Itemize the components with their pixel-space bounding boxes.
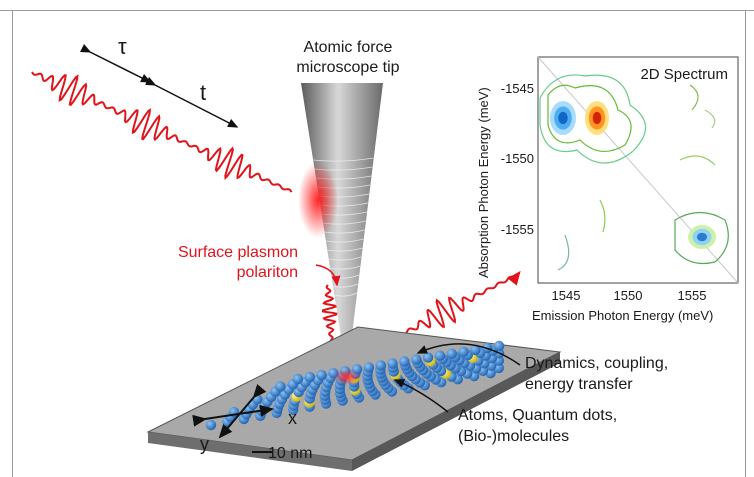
atom [363, 362, 375, 373]
spectrum-contour-line [689, 84, 699, 111]
spectrum-peak-1 [592, 111, 602, 125]
spectrum-ytick-1: -1545 [501, 81, 534, 96]
spectrum-contour-line [547, 84, 632, 152]
atom [446, 348, 457, 359]
spectrum-contour-line [704, 109, 716, 129]
spectrum-peak-2 [697, 232, 707, 242]
spectrum-title: 2D Spectrum [640, 66, 728, 83]
atom-lattice [205, 340, 505, 431]
atom [387, 358, 398, 369]
frame-top [0, 10, 754, 11]
atom [205, 419, 217, 431]
frame-right [745, 10, 746, 477]
x-axis-label: x [288, 408, 297, 428]
sample-slab-side [352, 352, 560, 471]
tip-hotspot [333, 369, 361, 385]
tip-red-glow [298, 162, 338, 238]
atom [252, 394, 263, 405]
atom [399, 356, 410, 367]
spectrum-xtick-3: 1555 [678, 288, 707, 303]
frame-left [12, 10, 13, 477]
tau-label: τ [118, 34, 127, 59]
t-bracket [144, 76, 239, 128]
t-label: t [200, 80, 206, 105]
spectrum-contour-line [599, 199, 606, 233]
dynamics-pointer [416, 343, 521, 366]
atoms-label-line1: Atoms, Quantum dots, [458, 407, 617, 424]
atoms-label-line2: (Bio-)molecules [458, 428, 569, 445]
spectrum-xtick-2: 1550 [614, 288, 643, 303]
incoming-pulse-train [31, 71, 293, 193]
atom [493, 340, 505, 352]
atom [292, 373, 304, 385]
atom [422, 352, 434, 363]
atom [411, 354, 422, 365]
atom [316, 369, 327, 381]
atom [304, 371, 315, 383]
dynamics-label-line2: energy transfer [525, 376, 633, 393]
afm-tip [301, 83, 383, 375]
spectrum-ytick-2: -1550 [501, 151, 534, 166]
spectrum-contour-line [679, 155, 716, 166]
atom [275, 381, 286, 392]
spectrum-contour-line [539, 74, 647, 164]
tip-label-line2: microscope tip [296, 59, 399, 76]
atom [470, 344, 481, 356]
tip-label-line1: Atomic force [304, 39, 393, 56]
spp-arrow [315, 264, 341, 287]
spectrum-contour-line [557, 234, 570, 271]
tau-bracket [79, 43, 152, 83]
spectrum-ylabel: Absorption Photon Energy (meV) [476, 87, 491, 278]
y-axis-arrow [218, 383, 267, 439]
spectrum-ytick-3: -1555 [501, 222, 534, 237]
scale-bar-label: 10 nm [268, 445, 312, 462]
sample-slab-front [148, 432, 352, 471]
atoms-pointer [393, 379, 449, 413]
spectrum-peak-0 [558, 111, 568, 125]
atom [458, 346, 469, 357]
spectrum-xtick-1: 1545 [552, 288, 581, 303]
spectrum-contours [537, 56, 739, 284]
atom [434, 350, 446, 361]
spectrum-contour-line [674, 211, 729, 265]
dynamics-label-line1: Dynamics, coupling, [525, 355, 668, 372]
spp-label-line1: Surface plasmon [178, 244, 298, 261]
y-axis-label: y [200, 434, 209, 454]
spectrum-xlabel: Emission Photon Energy (meV) [532, 308, 713, 323]
atom [375, 360, 386, 371]
spp-label-line2: polariton [237, 264, 298, 281]
